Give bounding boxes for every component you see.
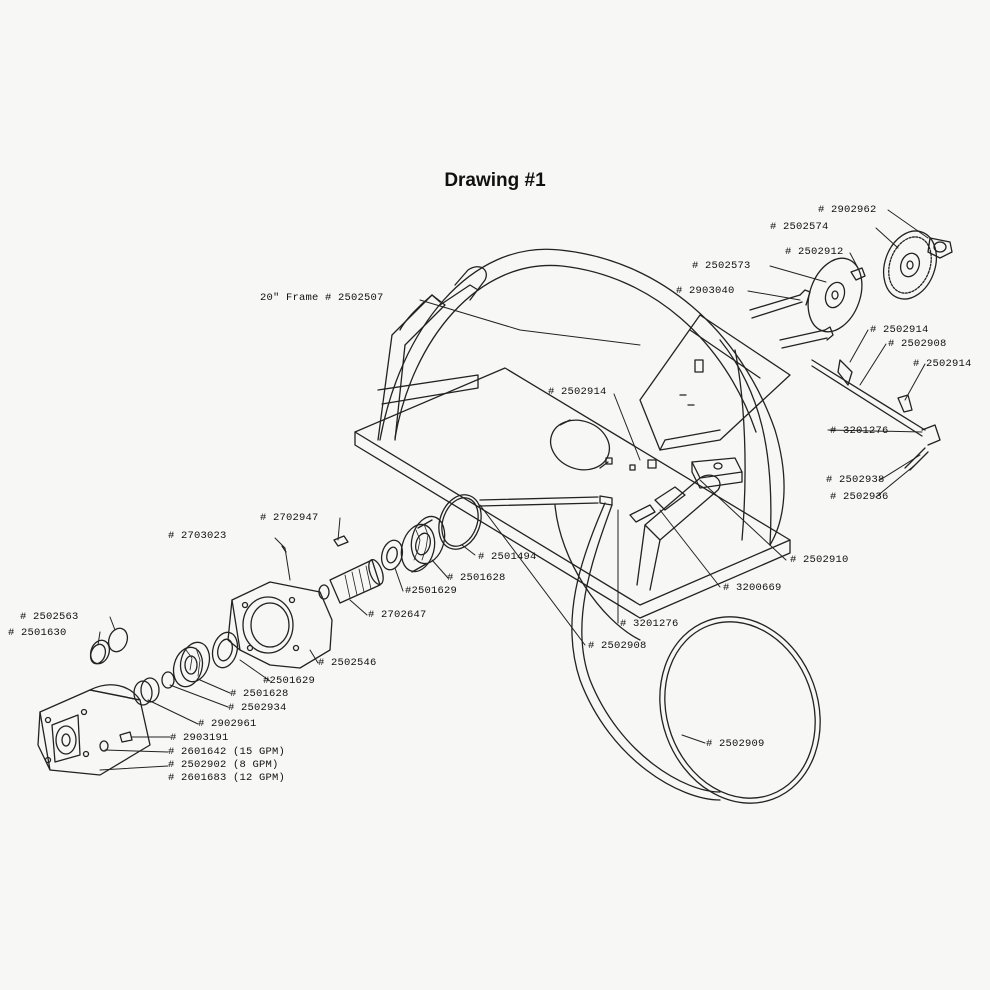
label-2902962: # 2902962 [818,204,877,216]
ring-2501494 [438,494,482,550]
label-2502914-b: # 2502914 [548,386,607,398]
label-2502910: # 2502910 [790,554,849,566]
label-2502936: # 2502936 [830,491,889,503]
label-2501494: # 2501494 [478,551,537,563]
rod-2502908 [811,359,941,471]
housing-2502546 [227,581,333,669]
label-2601642: # 2601642 (15 GPM) [168,746,286,758]
label-2502546: # 2502546 [318,657,377,669]
saw-blade-2502909 [659,616,821,804]
label-2502914-a: # 2502914 [870,324,929,336]
hose [479,495,721,801]
label-2501628-a: # 2501628 [447,572,506,584]
leader-lines [97,209,929,771]
drawing-title: Drawing #1 [444,170,546,191]
label-2502934: # 2502934 [228,702,287,714]
seal-2501629-a [380,539,404,571]
label-2502912: # 2502912 [785,246,844,258]
label-2702947: # 2702947 [260,512,319,524]
label-2502902: # 2502902 (8 GPM) [168,759,279,771]
label-3201276-a: # 3201276 [830,425,889,437]
label-2702647: # 2702647 [368,609,427,621]
label-3200669: # 3200669 [723,582,782,594]
valve-block [629,457,743,523]
label-2502573: # 2502573 [692,260,751,272]
seal-2501629-b [211,631,239,669]
frame-20in [354,248,791,619]
label-2501629-b: #2501629 [263,675,316,687]
label-2601683: # 2601683 (12 GPM) [168,772,286,784]
spacer-2502934 [161,671,175,689]
bearing-2501628-b [172,641,211,688]
label-2502574: # 2502574 [770,221,829,233]
label-2902961: # 2902961 [198,718,257,730]
label-2502938: # 2502938 [826,474,885,486]
coupling-2902961 [133,677,160,706]
label-3201276-b: # 3201276 [620,618,679,630]
shaft-2702647 [318,558,384,604]
label-2502914-c: # 2502914 [913,358,972,370]
label-frame: 20" Frame # 2502507 [260,292,384,304]
label-2502908-a: # 2502908 [888,338,947,350]
label-2703023: # 2703023 [168,530,227,542]
label-2903191: # 2903191 [170,732,229,744]
label-2502908-b: # 2502908 [588,640,647,652]
label-2501630: # 2501630 [8,627,67,639]
orings [89,627,129,665]
label-2501628-b: # 2501628 [230,688,289,700]
key-2702947 [333,535,349,547]
label-2502563: # 2502563 [20,611,79,623]
ghost-text [360,315,365,336]
bearing-2501628 [400,515,446,573]
label-2903040: # 2903040 [676,285,735,297]
hub-assembly [749,230,953,349]
label-2502909: # 2502909 [706,738,765,750]
label-2501629-a: #2501629 [405,585,458,597]
hydraulic-motor [37,684,151,776]
